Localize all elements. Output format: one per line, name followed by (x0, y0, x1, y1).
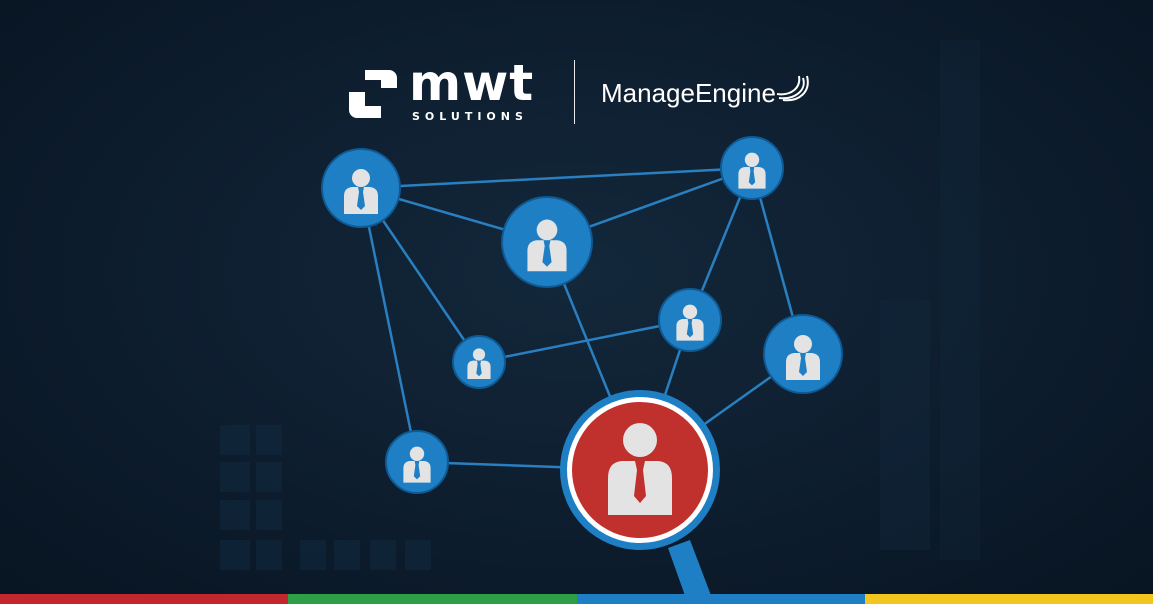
logo-bar: mwt SOLUTIONS ManageEngine (345, 54, 815, 126)
network-node-1 (321, 148, 401, 228)
strip-red (0, 594, 289, 604)
network-node-7 (385, 430, 449, 494)
manageengine-logo-text: ManageEngine (601, 78, 776, 108)
brand-color-strip (0, 594, 1153, 604)
magnifying-glass-icon (560, 390, 720, 604)
network-node-5 (658, 288, 722, 352)
network-node-4 (452, 335, 506, 389)
strip-yellow (864, 594, 1153, 604)
network-node-3 (720, 136, 784, 200)
mwt-logo-text: mwt (409, 54, 535, 112)
mwt-logo-mark-icon (349, 70, 397, 118)
strip-green (288, 594, 577, 604)
strip-blue (576, 594, 865, 604)
mwt-logo-subtitle: SOLUTIONS (412, 110, 528, 123)
network-node-6 (763, 314, 843, 394)
logo-divider (574, 60, 575, 124)
network-node-2 (501, 196, 593, 288)
highlighted-person-icon (608, 423, 672, 515)
manageengine-swirl-icon (776, 75, 809, 102)
